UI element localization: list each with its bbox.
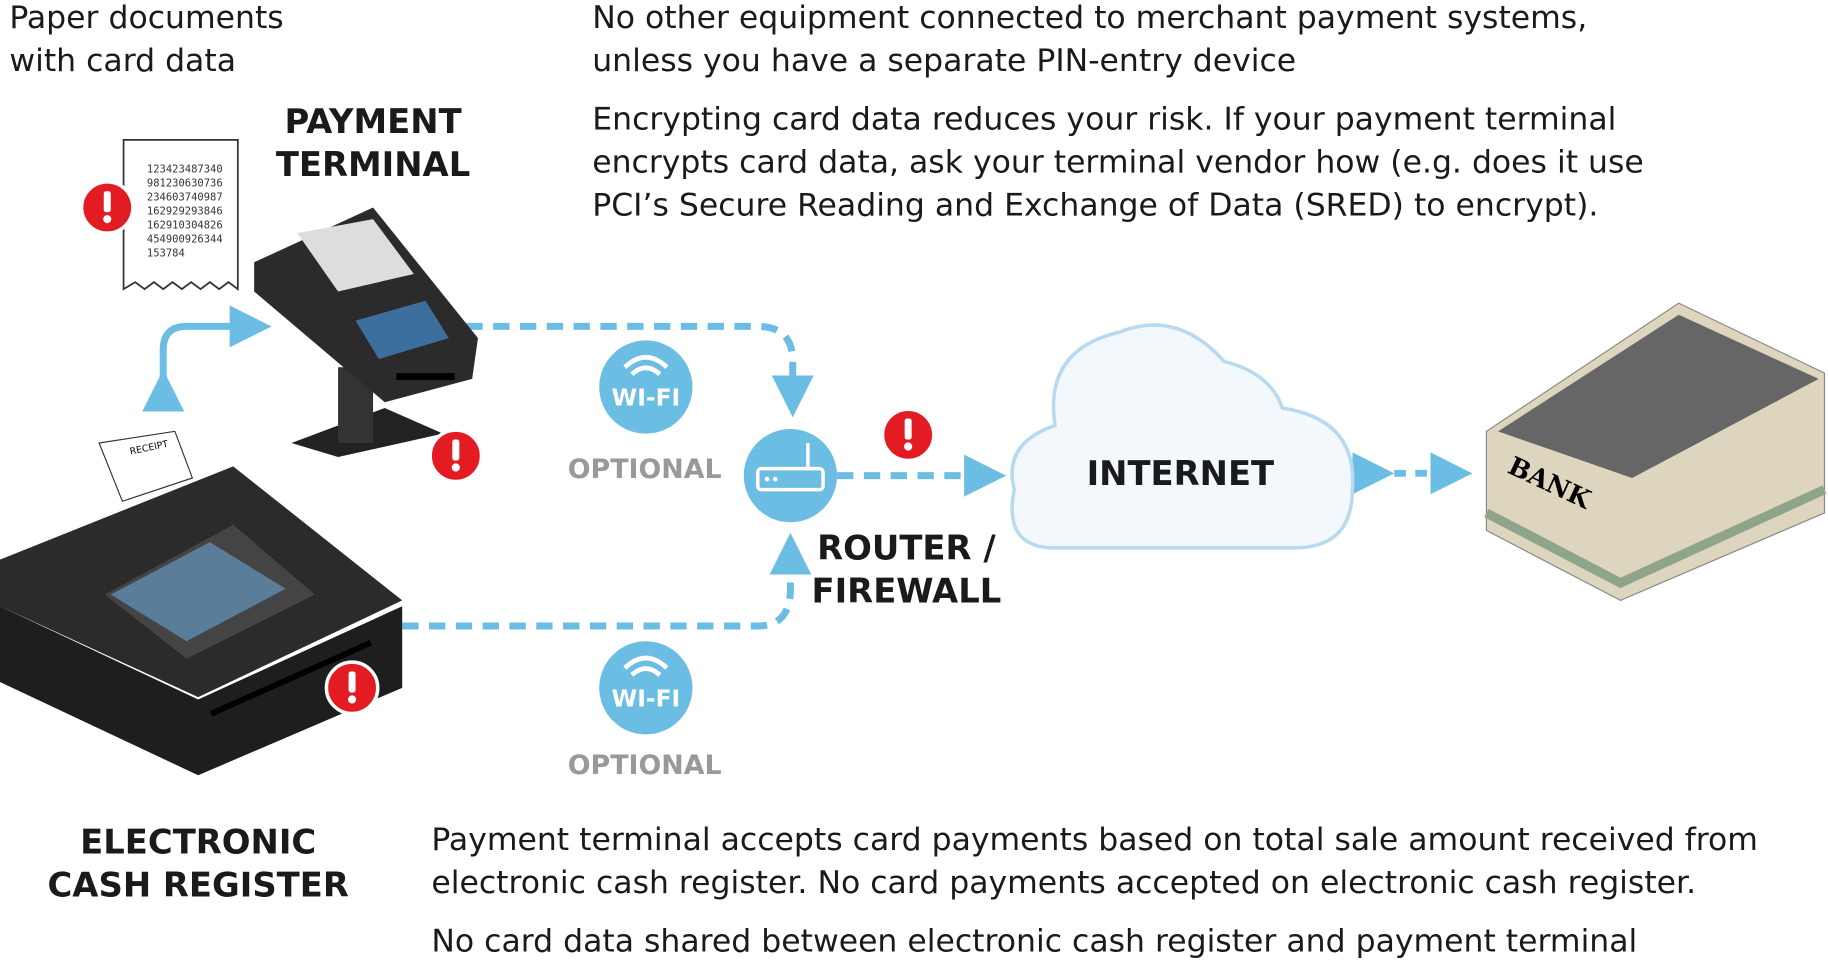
receipt-number: 153784 [147, 247, 185, 259]
cash-register-illustration: RECEIPT [0, 430, 403, 776]
optional-label-top: OPTIONAL [567, 454, 722, 485]
terminal-register-link [142, 305, 272, 412]
wifi-badge-bottom: WI-FI [599, 641, 693, 735]
receipt-number: 454900926344 [147, 233, 223, 245]
exclamation-mark [904, 418, 912, 440]
receipt-number: 123423487340 [147, 164, 223, 176]
exclamation-mark [452, 439, 460, 461]
exclamation-dot [451, 463, 460, 472]
receipt-number: 234603740987 [147, 192, 223, 204]
internet-cloud [1010, 323, 1355, 550]
paper-document: 123423487340 981230630736 234603740987 1629… [122, 139, 239, 291]
connectors [142, 305, 1473, 630]
exclamation-mark [348, 671, 356, 693]
encryption-note: Encrypting card data reduces your risk. … [592, 101, 1644, 224]
internet-label: INTERNET [1086, 453, 1275, 494]
bank-building: BANK [1484, 302, 1827, 602]
wifi-badge-top: WI-FI [599, 340, 693, 434]
register-router-link [402, 532, 812, 630]
exclamation-mark [103, 191, 111, 213]
optional-label-bottom: OPTIONAL [567, 750, 722, 782]
no-other-equipment-note: No other equipment connected to merchant… [592, 0, 1588, 80]
router-label: ROUTER /FIREWALL [811, 528, 1002, 611]
payment-terminal-illustration [254, 207, 478, 457]
exclamation-dot [347, 695, 357, 704]
exclamation-dot [103, 215, 112, 224]
exclamation-dot [904, 442, 913, 451]
accepts-note: Payment terminal accepts card payments b… [431, 821, 1758, 902]
receipt-number: 162910304826 [147, 219, 223, 231]
no-shared-note: No card data shared between electronic c… [431, 923, 1638, 960]
receipt-number: 981230630736 [147, 178, 223, 190]
receipt-number: 162929293846 [147, 206, 223, 218]
wifi-label: WI-FI [612, 685, 681, 712]
wifi-label: WI-FI [612, 385, 681, 412]
router-icon [743, 429, 838, 523]
